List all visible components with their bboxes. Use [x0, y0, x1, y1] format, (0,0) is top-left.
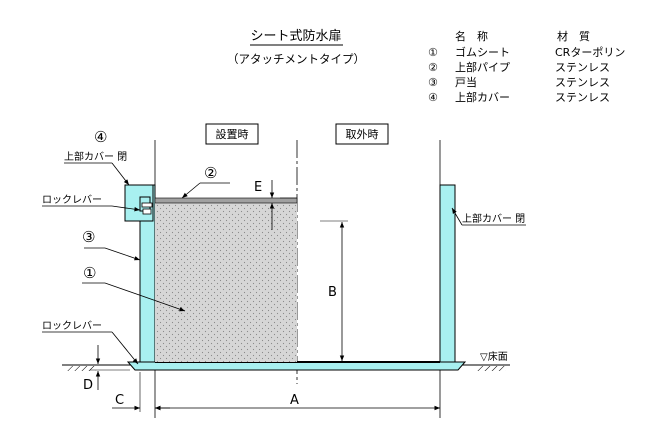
base-channel [126, 361, 467, 371]
rubber-sheet [155, 203, 297, 362]
table-row-material: ステンレス [555, 76, 610, 89]
table-row-name: 上部カバー [455, 90, 510, 104]
installed-view-label: 設置時 [216, 127, 249, 141]
callout-number-2: ② [204, 164, 217, 182]
table-row-material: CRターポリン [555, 46, 625, 59]
diagram-subtitle: （アタッチメントタイプ） [227, 52, 365, 66]
lock-lever-label-bottom: ロックレバー [42, 320, 102, 332]
table-row-name: 上部パイプ [455, 60, 510, 74]
table-row-no: ③ [428, 76, 438, 89]
dim-e-label: E [254, 180, 262, 195]
lock-lever-pin [142, 208, 152, 215]
removed-view-box [335, 123, 389, 145]
cover-closed-label-right: 上部カバー 閉 [462, 212, 525, 225]
leader-pipe-diag [181, 182, 201, 199]
leader-cover-right-diag [451, 207, 463, 226]
callout-number-4: ④ [94, 128, 107, 146]
removed-view-label: 取外時 [346, 128, 379, 141]
table-row-name: ゴムシート [455, 45, 510, 59]
lock-lever-grip [141, 202, 153, 208]
leader-lock-top-diag [111, 205, 141, 212]
right-frame [439, 184, 456, 363]
leader-cover-left-diag [111, 162, 130, 186]
floor-hatch-right [476, 366, 506, 371]
table-row-no: ① [428, 46, 438, 59]
callout-number-1: ① [83, 264, 96, 282]
dim-a-label: A [290, 393, 299, 408]
cover-closed-label-left: 上部カバー 閉 [64, 150, 127, 163]
callout-number-3: ③ [82, 228, 95, 246]
table-row-name: 戸当 [455, 75, 477, 89]
table-row-no: ④ [428, 91, 438, 104]
diagram-title: シート式防水扉 [250, 28, 341, 44]
leader-lock-bottom-diag [111, 331, 139, 365]
upper-pipe [154, 197, 298, 204]
leader-frame-diag [104, 247, 141, 261]
table-header-material: 材 質 [557, 29, 590, 43]
floor-hatch-left [66, 366, 96, 371]
table-row-no: ② [428, 61, 438, 74]
dim-c-label: C [115, 393, 124, 408]
table-row-material: ステンレス [555, 91, 610, 104]
table-header-name: 名 称 [455, 29, 488, 43]
table-row-material: ステンレス [555, 61, 610, 74]
installed-view-box [205, 123, 259, 145]
dim-d-label: D [83, 378, 93, 393]
dim-b-label: B [328, 285, 337, 300]
floor-label: ▽床面 [480, 350, 508, 363]
parts-table: 名 称 材 質 ① ゴムシート CRターポリン ② 上部パイプ ステンレス ③ … [428, 29, 625, 104]
lock-lever-label-top: ロックレバー [42, 194, 102, 206]
leader-sheet-diag [104, 282, 186, 312]
